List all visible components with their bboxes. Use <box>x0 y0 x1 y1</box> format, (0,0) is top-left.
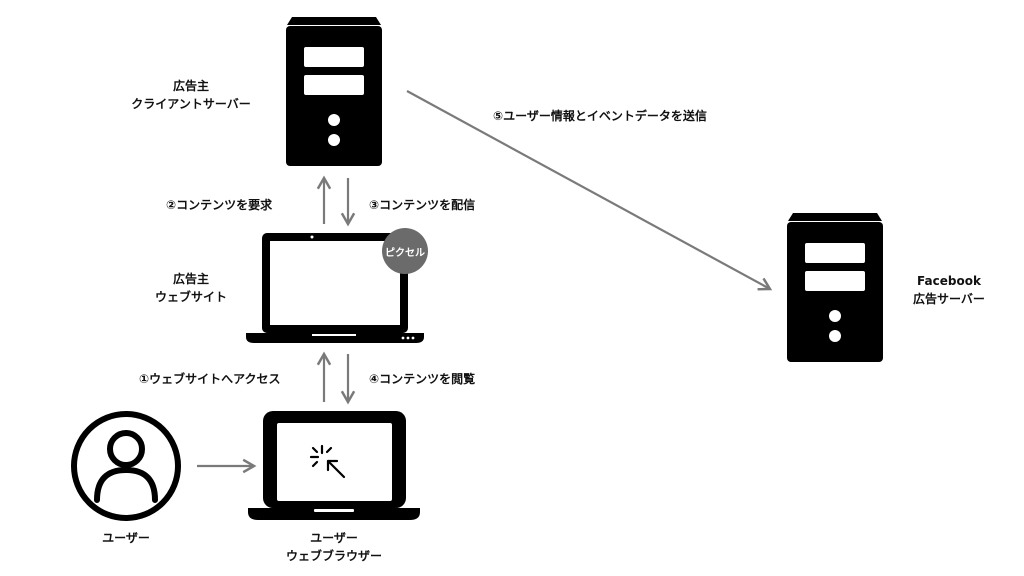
client-server-label: 広告主 クライアントサーバー <box>131 77 250 113</box>
website-label-line1: 広告主 <box>172 272 210 286</box>
browser-label: ユーザー ウェブブラウザー <box>286 529 382 565</box>
step4-label: ④コンテンツを閲覧 <box>369 372 476 386</box>
step1-label: ①ウェブサイトへアクセス <box>139 372 281 386</box>
client-server-label-line2: クライアントサーバー <box>131 97 251 111</box>
browser-laptop-icon <box>248 411 420 520</box>
website-label-line2: ウェブサイト <box>154 290 228 304</box>
arrow-send-data <box>406 90 773 291</box>
user-label-line1: ユーザー <box>102 531 150 545</box>
user-avatar-icon <box>71 411 181 521</box>
browser-label-line1: ユーザー <box>310 531 358 545</box>
user-label: ユーザー <box>102 529 150 547</box>
client-server-label-line1: 広告主 <box>172 79 209 93</box>
click-cursor-icon <box>309 444 346 479</box>
step3-label: ③コンテンツを配信 <box>369 198 476 212</box>
website-laptop-icon <box>246 233 424 343</box>
facebook-server-label-line2: 広告サーバー <box>913 292 985 306</box>
facebook-server-label: Facebook 広告サーバー <box>913 272 985 308</box>
step2-label: ②コンテンツを要求 <box>166 198 273 212</box>
step5-label: ⑤ユーザー情報とイベントデータを送信 <box>493 109 707 123</box>
pixel-badge-label: ピクセル <box>385 247 425 259</box>
client-server-icon <box>286 17 382 166</box>
facebook-server-label-line1: Facebook <box>917 274 981 288</box>
browser-label-line2: ウェブブラウザー <box>285 549 383 563</box>
pixel-badge: ピクセル <box>382 228 428 274</box>
facebook-server-icon <box>787 213 883 362</box>
website-label: 広告主 ウェブサイト <box>155 270 227 306</box>
